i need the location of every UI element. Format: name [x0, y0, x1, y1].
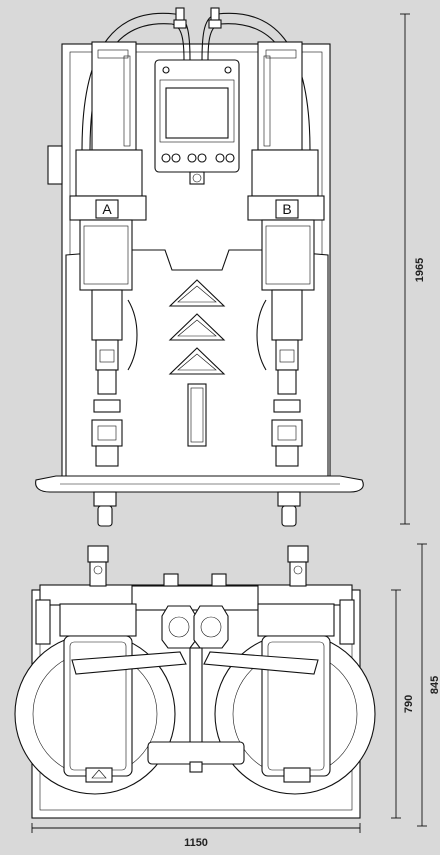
- center-slot: [187, 383, 207, 447]
- top-fittings-top: [87, 545, 309, 587]
- tank-a: [59, 603, 137, 783]
- front-view: A B: [35, 7, 364, 527]
- label-b: B: [282, 201, 291, 217]
- label-a-box: [95, 199, 119, 219]
- dim-845: 845: [429, 676, 440, 694]
- tray: [147, 741, 245, 765]
- control-box: [154, 59, 240, 185]
- control-screen: [165, 87, 229, 139]
- tank-b: [257, 603, 335, 783]
- label-a: A: [102, 201, 112, 217]
- dim-1150: 1150: [184, 837, 208, 849]
- top-view: [14, 545, 376, 819]
- side-handle-left: [47, 145, 63, 185]
- top-fittings: [173, 7, 222, 29]
- dimension-lines: [31, 13, 427, 833]
- dim-790: 790: [403, 695, 415, 713]
- power-switch: [189, 171, 205, 185]
- pump-b: B: [247, 41, 325, 467]
- gear-pumps: [161, 605, 229, 649]
- label-b-box: [275, 199, 299, 219]
- dim-1965: 1965: [414, 258, 426, 282]
- pump-a: A: [69, 41, 147, 467]
- casters-front: [93, 491, 301, 527]
- arrow-triangles: [168, 279, 226, 375]
